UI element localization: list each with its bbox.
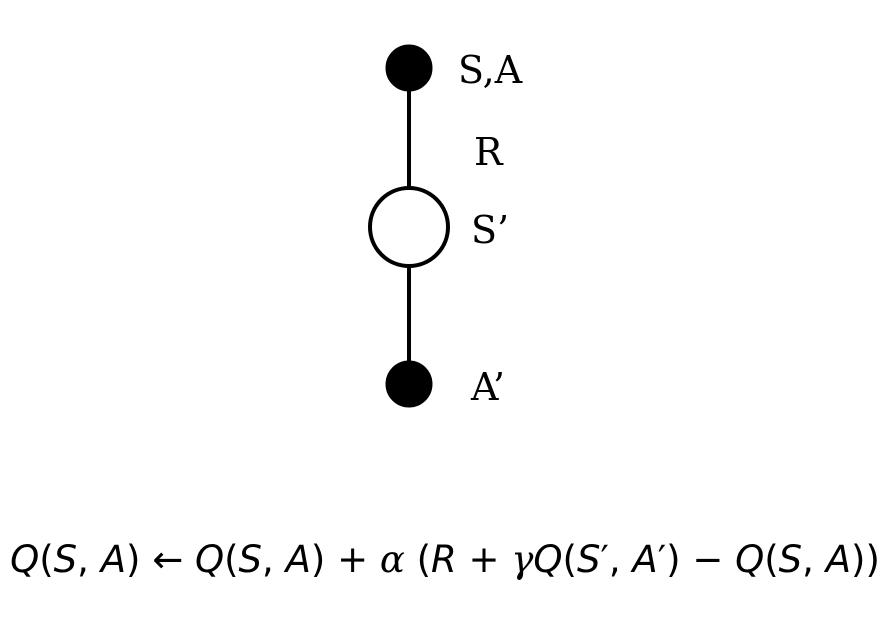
formula-part: ( bbox=[764, 538, 778, 581]
formula-part: A bbox=[824, 538, 851, 581]
formula-part: R bbox=[431, 538, 457, 581]
formula-part: ( bbox=[563, 538, 577, 581]
edge-label-reward: R bbox=[474, 130, 504, 174]
formula-part: ′, bbox=[600, 538, 632, 581]
node-label-state-action: S,A bbox=[458, 48, 523, 92]
node-label-next-action: A’ bbox=[470, 365, 505, 409]
node-label-next-state: S’ bbox=[471, 208, 509, 252]
formula-part: )) bbox=[851, 538, 880, 581]
sarsa-update-formula: Q(S, A) ← Q(S, A) + α (R + γQ(S′, A′) − … bbox=[10, 538, 880, 581]
formula-part: , bbox=[262, 538, 286, 581]
formula-part: ( bbox=[39, 538, 53, 581]
formula-part: S bbox=[577, 538, 601, 581]
formula-part: ′) − bbox=[658, 538, 735, 581]
formula-part: ( bbox=[224, 538, 238, 581]
formula-part: A bbox=[284, 538, 311, 581]
formula-part: S bbox=[239, 538, 263, 581]
formula-part: , bbox=[802, 538, 826, 581]
formula-part: + bbox=[457, 538, 512, 581]
formula-part: Q bbox=[533, 538, 562, 581]
formula-part: A bbox=[99, 538, 126, 581]
formula-part: Q bbox=[10, 538, 39, 581]
formula-part: , bbox=[77, 538, 101, 581]
formula-part: α bbox=[380, 538, 405, 581]
formula-part: S bbox=[54, 538, 78, 581]
formula-part: ) ← bbox=[126, 538, 195, 581]
formula-part: S bbox=[779, 538, 802, 581]
node-next-state bbox=[368, 186, 450, 268]
node-next-action bbox=[385, 360, 433, 408]
formula-part: ( bbox=[405, 538, 431, 581]
formula-part: ) + bbox=[311, 538, 380, 581]
formula-part: A bbox=[630, 538, 657, 581]
formula-part: Q bbox=[735, 538, 764, 581]
formula-part: γ bbox=[511, 538, 534, 581]
formula-part: Q bbox=[195, 538, 224, 581]
node-state-action bbox=[385, 44, 433, 92]
